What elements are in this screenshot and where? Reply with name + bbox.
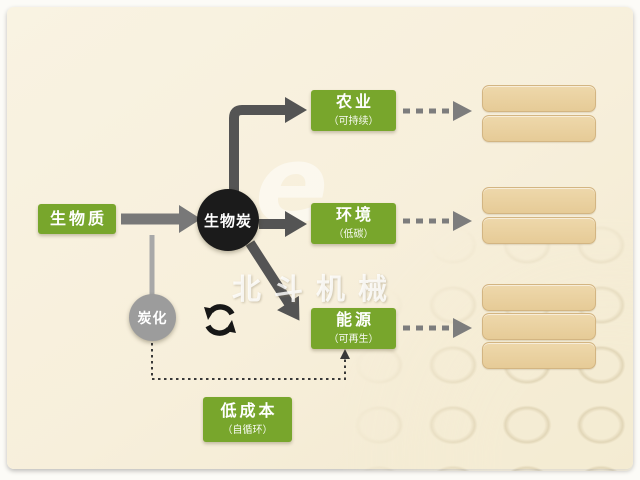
node-agriculture-label: 农业 bbox=[335, 91, 374, 111]
node-agriculture-subtitle: （可持续） bbox=[328, 116, 379, 128]
placeholder-box-energy-2 bbox=[482, 313, 596, 340]
node-low-cost: 低成本 （自循环） bbox=[203, 397, 292, 442]
placeholder-box-agriculture-1 bbox=[482, 85, 596, 112]
placeholder-box-environment-2 bbox=[482, 217, 596, 244]
recycle-icon bbox=[199, 299, 241, 341]
node-biochar: 生物炭 bbox=[197, 189, 259, 251]
node-low-cost-label: 低成本 bbox=[220, 400, 278, 420]
node-biomass: 生物质 bbox=[38, 204, 116, 234]
node-environment: 环境 （低碳） bbox=[311, 203, 396, 244]
node-agriculture: 农业 （可持续） bbox=[311, 90, 396, 131]
node-energy-subtitle: （可再生） bbox=[328, 334, 379, 346]
node-environment-label: 环境 bbox=[335, 204, 374, 224]
placeholder-box-agriculture-2 bbox=[482, 115, 596, 142]
placeholder-box-environment-1 bbox=[482, 187, 596, 214]
node-energy-label: 能源 bbox=[335, 309, 374, 329]
node-energy: 能源 （可再生） bbox=[311, 308, 396, 349]
node-carbonization-label: 炭化 bbox=[137, 310, 168, 327]
node-low-cost-subtitle: （自循环） bbox=[222, 425, 273, 437]
node-biomass-label: 生物质 bbox=[49, 208, 107, 228]
node-environment-subtitle: （低碳） bbox=[333, 229, 374, 241]
placeholder-box-energy-3 bbox=[482, 342, 596, 369]
node-biochar-label: 生物炭 bbox=[203, 211, 252, 230]
placeholder-box-energy-1 bbox=[482, 284, 596, 311]
node-carbonization: 炭化 bbox=[129, 294, 176, 341]
